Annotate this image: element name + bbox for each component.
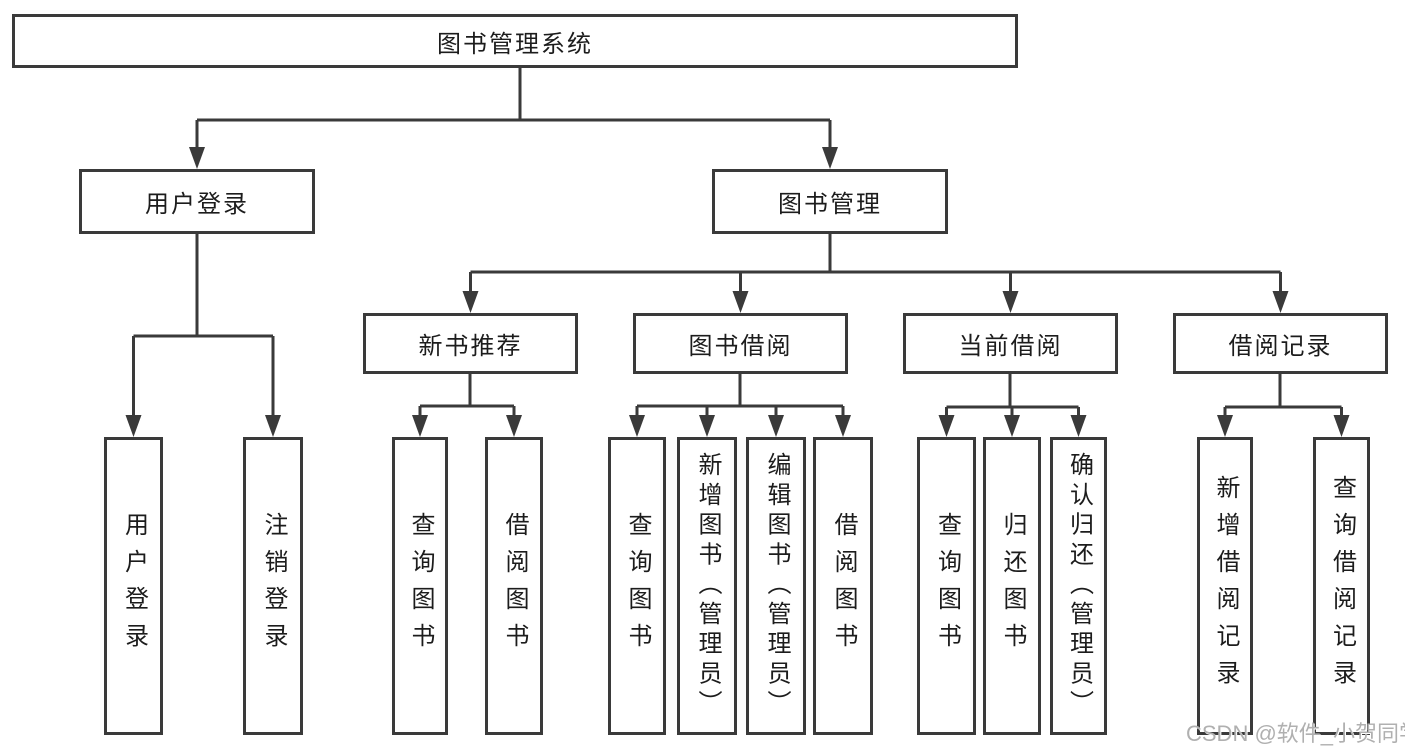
node-label: 借阅记录 — [1228, 333, 1333, 360]
node-book-management: 图书管理 — [712, 169, 948, 234]
leaf-label: 新增图书（管理员） — [694, 452, 721, 720]
leaf-edit-book-admin: 编辑图书（管理员） — [746, 437, 806, 735]
csdn-watermark: CSDN @软件_小贺同学 — [1186, 721, 1405, 746]
leaf-label: 借阅图书 — [830, 512, 857, 660]
leaf-label: 查询图书 — [933, 512, 961, 660]
node-user-login: 用户登录 — [79, 169, 315, 234]
node-label: 图书管理系统 — [437, 30, 593, 58]
leaf-label: 查询借阅记录 — [1328, 475, 1356, 697]
leaf-user-login: 用户登录 — [104, 437, 163, 735]
leaf-add-book-admin: 新增图书（管理员） — [677, 437, 737, 735]
arrowheads — [125, 147, 1350, 437]
leaf-query-books-recommend: 查询图书 — [392, 437, 448, 735]
leaf-label: 归还图书 — [999, 512, 1026, 660]
leaf-label: 确认归还（管理员） — [1065, 452, 1093, 720]
leaf-label: 查询图书 — [407, 512, 434, 660]
leaf-borrow-books-recommend: 借阅图书 — [485, 437, 543, 735]
leaf-borrow-books: 借阅图书 — [813, 437, 873, 735]
leaf-label: 用户登录 — [120, 512, 148, 660]
node-library-management-system: 图书管理系统 — [12, 14, 1018, 68]
leaf-query-borrow-record: 查询借阅记录 — [1313, 437, 1370, 735]
node-label: 新书推荐 — [418, 333, 523, 360]
node-label: 用户登录 — [145, 191, 249, 218]
node-current-borrowing: 当前借阅 — [903, 313, 1118, 374]
node-new-book-recommendation: 新书推荐 — [363, 313, 578, 374]
leaf-logout: 注销登录 — [243, 437, 303, 735]
leaf-query-books-borrow: 查询图书 — [608, 437, 666, 735]
node-label: 图书借阅 — [688, 333, 793, 360]
leaf-label: 查询图书 — [624, 512, 651, 660]
node-label: 图书管理 — [778, 191, 882, 218]
node-label: 当前借阅 — [958, 333, 1063, 360]
leaf-return-book: 归还图书 — [983, 437, 1041, 735]
leaf-label: 新增借阅记录 — [1212, 475, 1239, 697]
leaf-add-borrow-record: 新增借阅记录 — [1197, 437, 1253, 735]
node-borrowing-records: 借阅记录 — [1173, 313, 1388, 374]
leaf-label: 注销登录 — [260, 512, 287, 660]
leaf-confirm-return-admin: 确认归还（管理员） — [1050, 437, 1107, 735]
leaf-query-books-current: 查询图书 — [917, 437, 976, 735]
leaf-label: 借阅图书 — [501, 512, 528, 660]
leaf-label: 编辑图书（管理员） — [763, 452, 790, 720]
node-book-borrowing: 图书借阅 — [633, 313, 848, 374]
